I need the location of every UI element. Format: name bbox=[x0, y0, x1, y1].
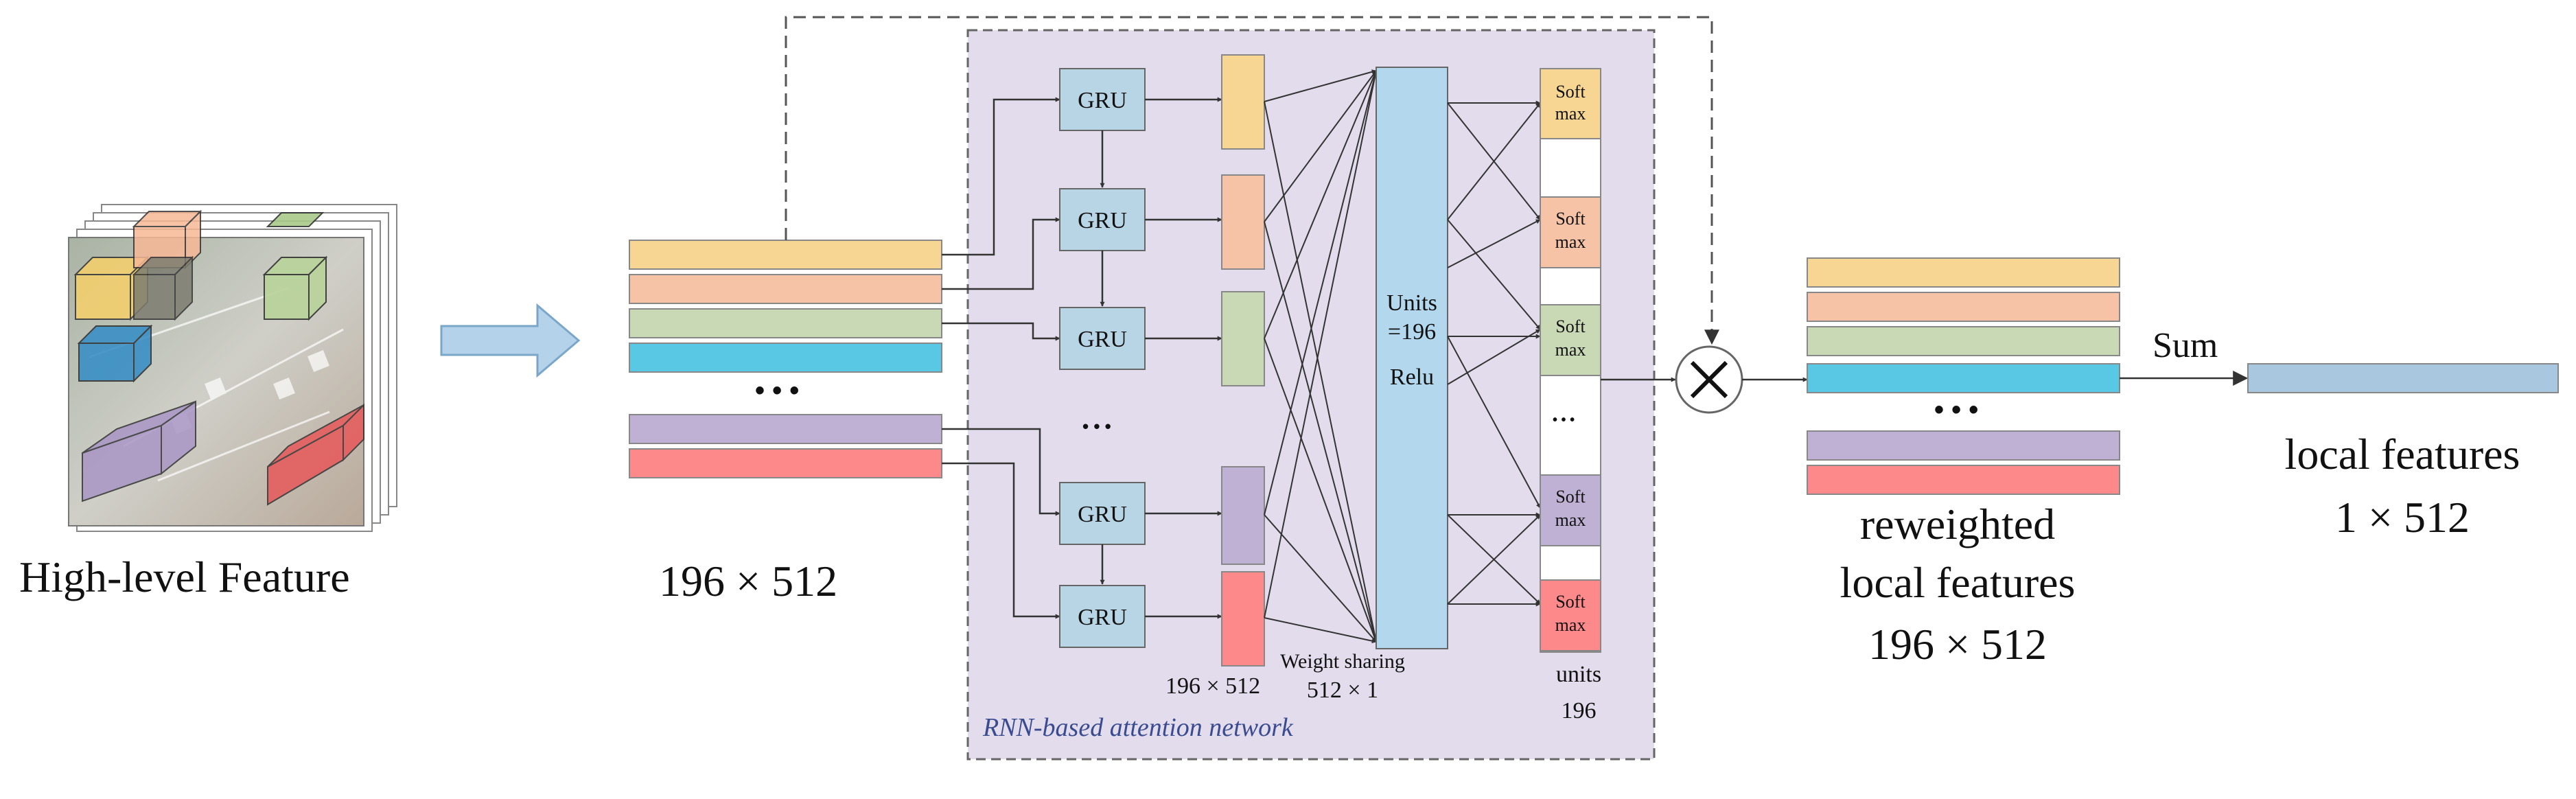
region-box-red bbox=[267, 403, 364, 506]
dense-activation-label: Relu bbox=[1390, 364, 1434, 390]
feature-cube bbox=[68, 204, 397, 532]
softmax-label: Soft bbox=[1555, 209, 1586, 229]
input-size-label: 196 × 512 bbox=[659, 557, 837, 605]
input-bar-cyan bbox=[629, 343, 942, 373]
hidden-vector-purple bbox=[1221, 466, 1265, 565]
softmax-cell-yellow: Soft max bbox=[1540, 68, 1601, 139]
region-box-dark bbox=[132, 255, 194, 321]
input-bar-sage bbox=[629, 308, 942, 338]
gru-label: GRU bbox=[1078, 502, 1127, 527]
dense-layer: Units =196 Relu bbox=[1376, 67, 1448, 649]
multiply-node bbox=[1675, 345, 1743, 414]
hidden-vector-red bbox=[1221, 571, 1265, 667]
output-size-label: 1 × 512 bbox=[2335, 493, 2470, 542]
gru-label: GRU bbox=[1078, 208, 1127, 233]
gru-cell-1: GRU bbox=[1059, 68, 1146, 131]
input-to-gru-connectors bbox=[942, 97, 1060, 619]
skip-connection bbox=[785, 16, 1719, 345]
region-box-purple bbox=[82, 400, 196, 502]
softmax-cell-sage: Soft max bbox=[1540, 304, 1601, 376]
input-bar-yellow bbox=[629, 240, 942, 270]
input-bar-salmon bbox=[629, 274, 942, 304]
softmax-units-value: 196 bbox=[1562, 698, 1597, 723]
network-name-label: RNN-based attention network bbox=[982, 713, 1294, 742]
softmax-column: Soft max Soft max Soft max • • • Soft ma… bbox=[1540, 68, 1601, 653]
softmax-label: Soft bbox=[1555, 316, 1586, 336]
gru-cell-2: GRU bbox=[1059, 188, 1146, 251]
hidden-to-dense-links bbox=[1264, 69, 1378, 644]
softmax-label: max bbox=[1555, 615, 1586, 635]
region-box-green bbox=[262, 212, 328, 321]
softmax-cell-purple: Soft max bbox=[1540, 474, 1601, 546]
softmax-label: max bbox=[1555, 510, 1586, 530]
softmax-ellipsis: • • • bbox=[1553, 413, 1575, 428]
high-level-feature-label: High-level Feature bbox=[19, 553, 350, 601]
reweighted-bar-purple bbox=[1807, 430, 2120, 461]
reweighted-bar-sage bbox=[1807, 326, 2120, 356]
dense-units-value: =196 bbox=[1388, 319, 1436, 345]
softmax-cell-red: Soft max bbox=[1540, 579, 1601, 651]
input-feature-bars bbox=[629, 240, 942, 478]
gru-ellipsis: • • • bbox=[1082, 416, 1111, 437]
gru-cell-5: GRU bbox=[1059, 585, 1146, 648]
gru-cell-3: GRU bbox=[1059, 307, 1146, 370]
dense-units-label: Units bbox=[1386, 290, 1437, 316]
softmax-label: Soft bbox=[1555, 487, 1586, 507]
input-bar-red bbox=[629, 448, 942, 478]
weight-sharing-size: 512 × 1 bbox=[1307, 678, 1378, 703]
softmax-label: Soft bbox=[1555, 592, 1586, 612]
reweighted-feature-bars bbox=[1807, 257, 2120, 495]
gru-cell-4: GRU bbox=[1059, 482, 1146, 545]
softmax-units-label: units bbox=[1556, 662, 1601, 687]
gru-label: GRU bbox=[1078, 88, 1127, 113]
reweighted-bar-salmon bbox=[1807, 292, 2120, 322]
output-feature-bar bbox=[2247, 363, 2559, 393]
hidden-vectors bbox=[1221, 54, 1265, 667]
hidden-vector-sage bbox=[1221, 291, 1265, 386]
hidden-size-label: 196 × 512 bbox=[1165, 673, 1260, 699]
softmax-label: max bbox=[1555, 340, 1586, 360]
reweighted-bar-cyan bbox=[1807, 363, 2120, 393]
flow-arrow-icon bbox=[440, 303, 581, 378]
reweighted-size-label: 196 × 512 bbox=[1868, 620, 2047, 669]
reweighted-ellipsis: • • • bbox=[1934, 395, 1978, 425]
softmax-label: Soft bbox=[1555, 82, 1586, 102]
reweighted-title-label: reweighted bbox=[1860, 500, 2055, 548]
region-box-blue bbox=[77, 324, 153, 383]
reweighted-bar-red bbox=[1807, 465, 2120, 495]
gru-label: GRU bbox=[1078, 327, 1127, 352]
hidden-vector-salmon bbox=[1221, 174, 1265, 270]
softmax-label: max bbox=[1555, 232, 1586, 252]
output-title-label: local features bbox=[2285, 430, 2520, 478]
gru-to-hidden-links bbox=[1145, 97, 1222, 619]
softmax-label: max bbox=[1555, 104, 1586, 124]
dense-to-softmax-links bbox=[1447, 100, 1541, 607]
sum-label: Sum bbox=[2153, 326, 2218, 365]
gru-label: GRU bbox=[1078, 605, 1127, 630]
input-ellipsis: • • • bbox=[755, 375, 799, 406]
hidden-vector-yellow bbox=[1221, 54, 1265, 150]
weight-sharing-label: Weight sharing bbox=[1280, 650, 1405, 673]
reweighted-bar-yellow bbox=[1807, 257, 2120, 288]
input-bar-purple bbox=[629, 414, 942, 444]
softmax-cell-salmon: Soft max bbox=[1540, 196, 1601, 268]
reweighted-subtitle-label: local features bbox=[1840, 558, 2076, 607]
